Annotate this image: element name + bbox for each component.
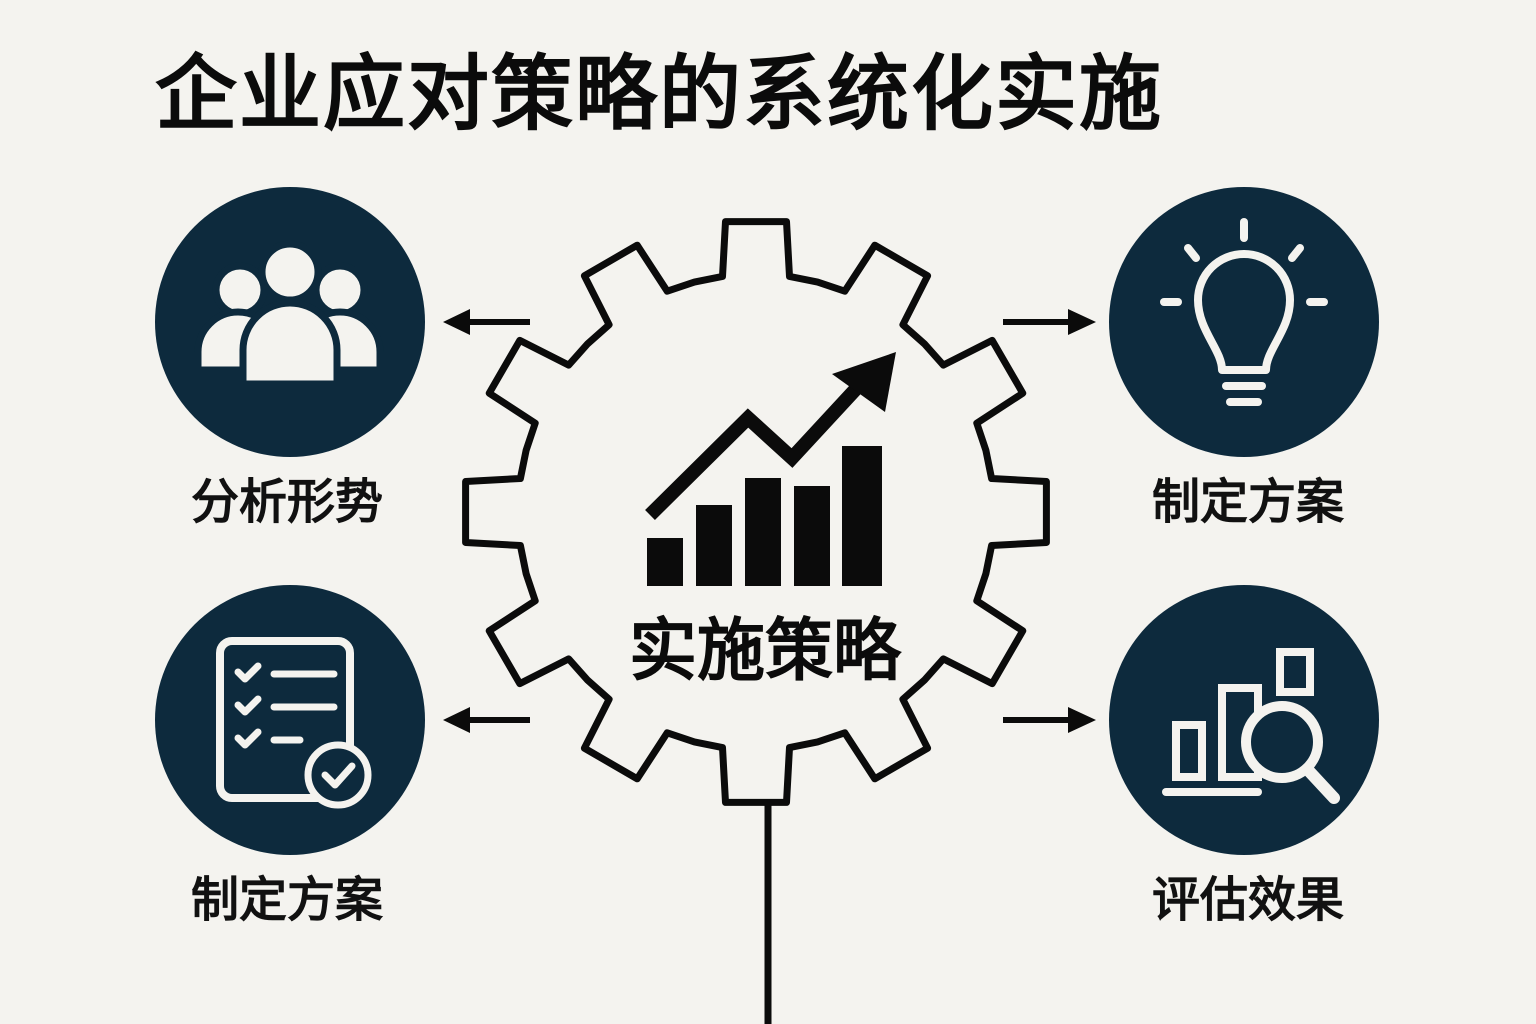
chart-bar bbox=[842, 446, 882, 586]
node-label-plan-left: 制定方案 bbox=[190, 872, 383, 928]
chart-bar bbox=[647, 538, 683, 586]
chart-search-icon bbox=[1162, 648, 1340, 804]
node-circle-plan-left bbox=[155, 585, 425, 855]
trend-line bbox=[645, 373, 872, 520]
chart-bar bbox=[794, 486, 830, 586]
growth-chart-icon bbox=[645, 352, 896, 586]
center-label: 实施策略 bbox=[628, 612, 901, 691]
node-label-analyze: 分析形势 bbox=[190, 474, 383, 530]
arrow-to-analyze bbox=[443, 309, 530, 335]
arrow-to-plan-right bbox=[1003, 309, 1096, 335]
chart-bar bbox=[696, 505, 732, 586]
people-group-icon bbox=[194, 240, 384, 388]
checklist-icon bbox=[216, 637, 372, 809]
node-circle-plan-right bbox=[1109, 187, 1379, 457]
diagram-title: 企业应对策略的系统化实施 bbox=[155, 47, 1164, 142]
node-label-plan-right: 制定方案 bbox=[1151, 474, 1344, 530]
chart-bar bbox=[745, 478, 781, 586]
trend-arrowhead bbox=[832, 352, 896, 412]
arrow-to-plan-left bbox=[443, 707, 530, 733]
node-circle-evaluate bbox=[1109, 585, 1379, 855]
lightbulb-icon bbox=[1160, 218, 1328, 406]
arrow-to-evaluate bbox=[1003, 707, 1096, 733]
node-label-evaluate: 评估效果 bbox=[1151, 872, 1344, 928]
